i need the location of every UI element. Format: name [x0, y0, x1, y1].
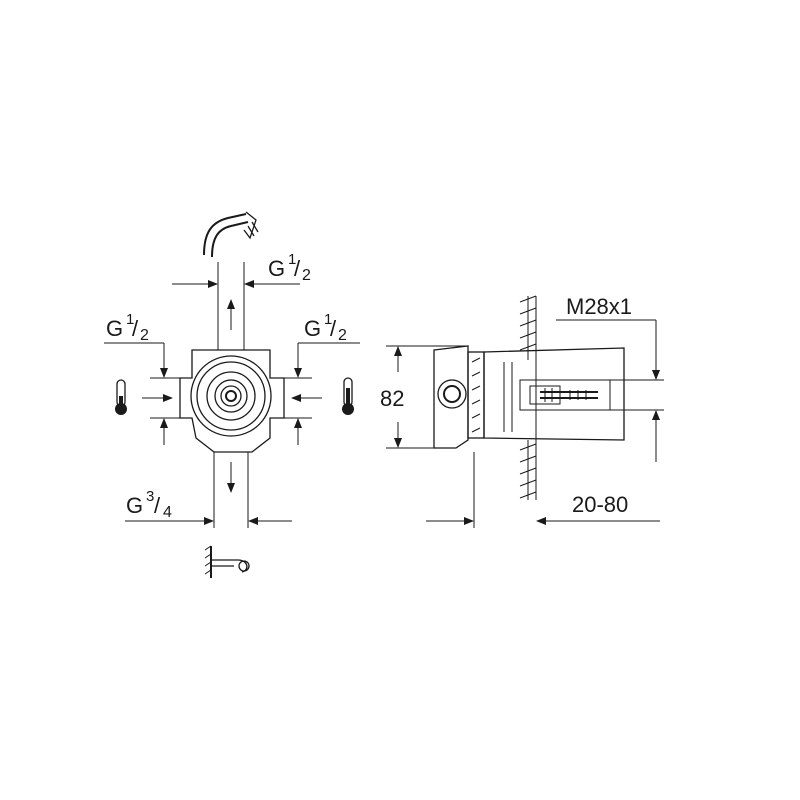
- thread-top-num: 1: [288, 251, 296, 268]
- thread-bottom-num: 3: [146, 488, 154, 505]
- thermometer-hot-icon: [342, 377, 354, 415]
- installation-depth-label: 20-80: [572, 492, 628, 517]
- svg-text:/: /: [330, 316, 337, 341]
- bath-spout-icon: [204, 545, 250, 578]
- thread-label-left: G 1 / 2: [106, 311, 149, 344]
- thread-bottom-g: G: [126, 493, 143, 518]
- dim-right-thread: [284, 342, 360, 445]
- thread-bottom-den: 4: [163, 504, 172, 521]
- wall-section: [519, 295, 537, 500]
- front-view: G 1 / 2 G 3 / 4: [104, 211, 360, 578]
- dim-installation-depth: [426, 452, 660, 528]
- svg-text:/: /: [132, 316, 139, 341]
- shower-head-icon: [203, 211, 259, 258]
- thread-right-num: 1: [324, 311, 332, 328]
- thread-top-den: 2: [302, 267, 311, 284]
- thread-right-g: G: [304, 316, 321, 341]
- dim-spindle-thread: [556, 319, 664, 462]
- dim-body-height: [386, 345, 466, 449]
- side-view: 82 M28x1 20-80: [380, 294, 664, 528]
- dim-left-thread: [104, 342, 180, 445]
- svg-text:/: /: [154, 493, 161, 518]
- body-height-label: 82: [380, 386, 404, 411]
- dim-top-thread: [172, 262, 300, 350]
- thread-left-g: G: [106, 316, 123, 341]
- thread-label-bottom: G 3 / 4: [126, 488, 172, 521]
- svg-text:/: /: [294, 256, 301, 281]
- thread-right-den: 2: [338, 327, 347, 344]
- thread-top-g: G: [268, 256, 285, 281]
- thread-left-num: 1: [126, 311, 134, 328]
- valve-body-front: [179, 349, 285, 453]
- valve-body-side: [433, 345, 625, 449]
- thread-left-den: 2: [140, 327, 149, 344]
- spindle-thread-label: M28x1: [566, 294, 632, 319]
- thread-label-right: G 1 / 2: [304, 311, 347, 344]
- thread-label-top: G 1 / 2: [268, 251, 311, 284]
- thermometer-cold-icon: [115, 379, 127, 415]
